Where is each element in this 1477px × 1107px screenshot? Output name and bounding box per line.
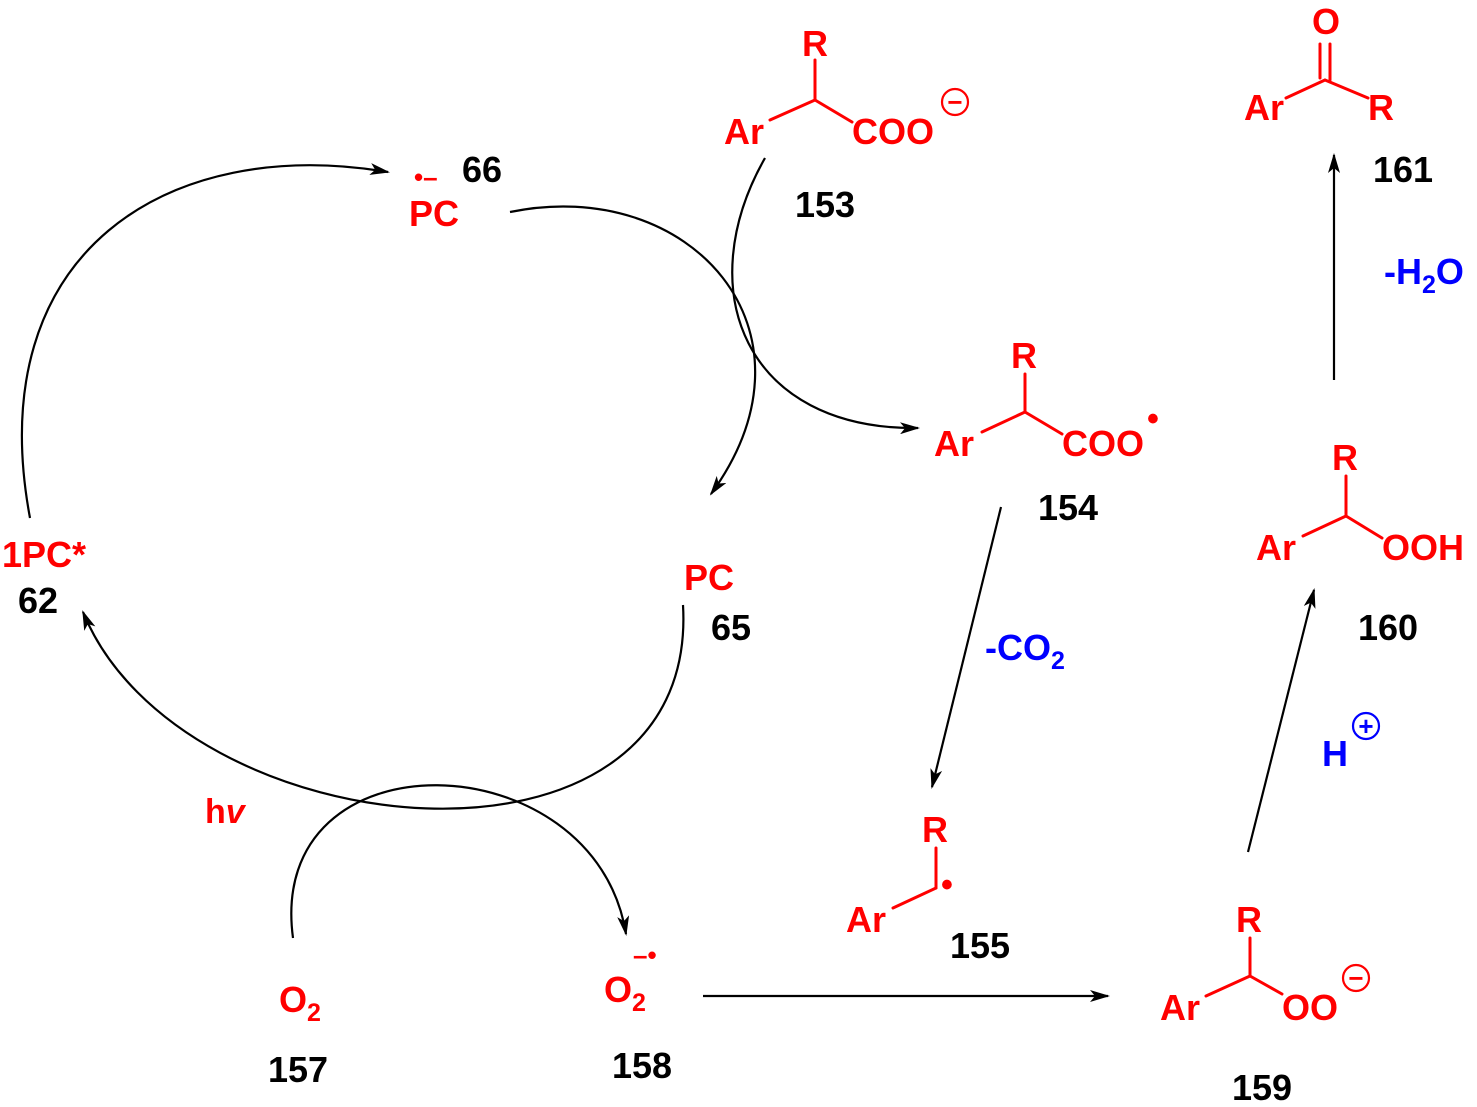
r-group: R	[1368, 87, 1394, 128]
arrow-ground-to-excited	[81, 604, 685, 810]
compound-number: 158	[612, 1045, 672, 1086]
negative-charge: −	[947, 87, 962, 117]
compound-number: 66	[462, 149, 502, 190]
compound-number: 62	[18, 580, 58, 621]
compound-161: O Ar R 161	[1244, 1, 1433, 190]
o-subscript: 2	[307, 999, 321, 1027]
carboxyl-radical-group: COO	[1062, 423, 1144, 464]
compound-153: R Ar COO − 153	[724, 23, 970, 225]
hydroperoxide-group: OOH	[1382, 527, 1464, 568]
aryl-group: Ar	[934, 423, 974, 464]
carbonyl-oxygen: O	[1312, 1, 1340, 42]
r-group: R	[802, 23, 828, 64]
compound-159: R Ar OO − 159	[1160, 899, 1371, 1107]
aryl-group: Ar	[724, 111, 764, 152]
compound-number: 157	[268, 1049, 328, 1090]
pc-ground-65: PC 65	[684, 557, 751, 648]
compound-160: R Ar OOH 160	[1256, 437, 1464, 648]
negative-charge-circle	[1341, 963, 1371, 993]
light-nu: v	[226, 793, 247, 831]
radical-dot: •	[1147, 400, 1159, 438]
superoxide-charge: –•	[633, 940, 657, 970]
arrow-154-to-155	[930, 506, 1003, 789]
positive-charge: +	[1358, 711, 1373, 741]
aryl-group: Ar	[846, 899, 886, 940]
compound-number: 161	[1373, 149, 1433, 190]
aryl-group: Ar	[1160, 987, 1200, 1028]
compound-number: 154	[1038, 487, 1098, 528]
light-h: h	[205, 793, 226, 831]
compound-number: 159	[1232, 1067, 1292, 1107]
r-group: R	[1011, 335, 1037, 376]
o-symbol: O	[279, 979, 307, 1020]
arrow-excitation-to-reduced	[20, 163, 390, 519]
pc-excited-62: 1PC* 62	[2, 534, 86, 621]
light-label: hv	[205, 793, 247, 831]
svg-text:O2: O2	[604, 969, 646, 1017]
positive-charge-circle	[1351, 711, 1381, 741]
negative-charge-circle	[940, 87, 970, 117]
aryl-group: Ar	[1256, 527, 1296, 568]
compound-154: R Ar COO • 154	[934, 335, 1159, 528]
svg-text:hv: hv	[205, 793, 247, 831]
peroxide-anion-group: OO	[1282, 987, 1338, 1028]
superoxide-158: O2 –• 158	[604, 940, 672, 1086]
arrow-o2-to-superoxide	[290, 784, 630, 939]
pc-radical-anion-66: •– PC 66	[409, 149, 502, 234]
compound-155: R Ar • 155	[846, 809, 1010, 966]
proton-symbol: H	[1322, 733, 1348, 774]
minus-co2-label: -CO2	[985, 627, 1065, 675]
r-group: R	[1332, 437, 1358, 478]
pc-radical-charge: •–	[414, 162, 438, 192]
compound-number: 153	[795, 184, 855, 225]
compound-number: 155	[950, 925, 1010, 966]
r-group: R	[1236, 899, 1262, 940]
o-symbol: O	[604, 969, 632, 1010]
compound-number: 65	[711, 607, 751, 648]
r-group: R	[922, 809, 948, 850]
arrow-153-to-154	[731, 157, 920, 435]
arrow-159-to-160	[1246, 588, 1316, 853]
carboxylate-group: COO	[852, 111, 934, 152]
compound-number: 160	[1358, 607, 1418, 648]
svg-text:O2: O2	[279, 979, 321, 1027]
pc-label: PC	[409, 193, 459, 234]
arrow-reduced-to-ground	[509, 205, 757, 496]
oxygen-157: O2 157	[268, 979, 328, 1090]
negative-charge: −	[1348, 963, 1363, 993]
minus-h2o-label: -H2O	[1384, 251, 1464, 299]
o-subscript: 2	[632, 989, 646, 1017]
pc-excited-label: 1PC*	[2, 534, 86, 575]
radical-dot: •	[941, 866, 953, 904]
aryl-group: Ar	[1244, 87, 1284, 128]
proton-label: H +	[1322, 711, 1381, 774]
pc-label: PC	[684, 557, 734, 598]
